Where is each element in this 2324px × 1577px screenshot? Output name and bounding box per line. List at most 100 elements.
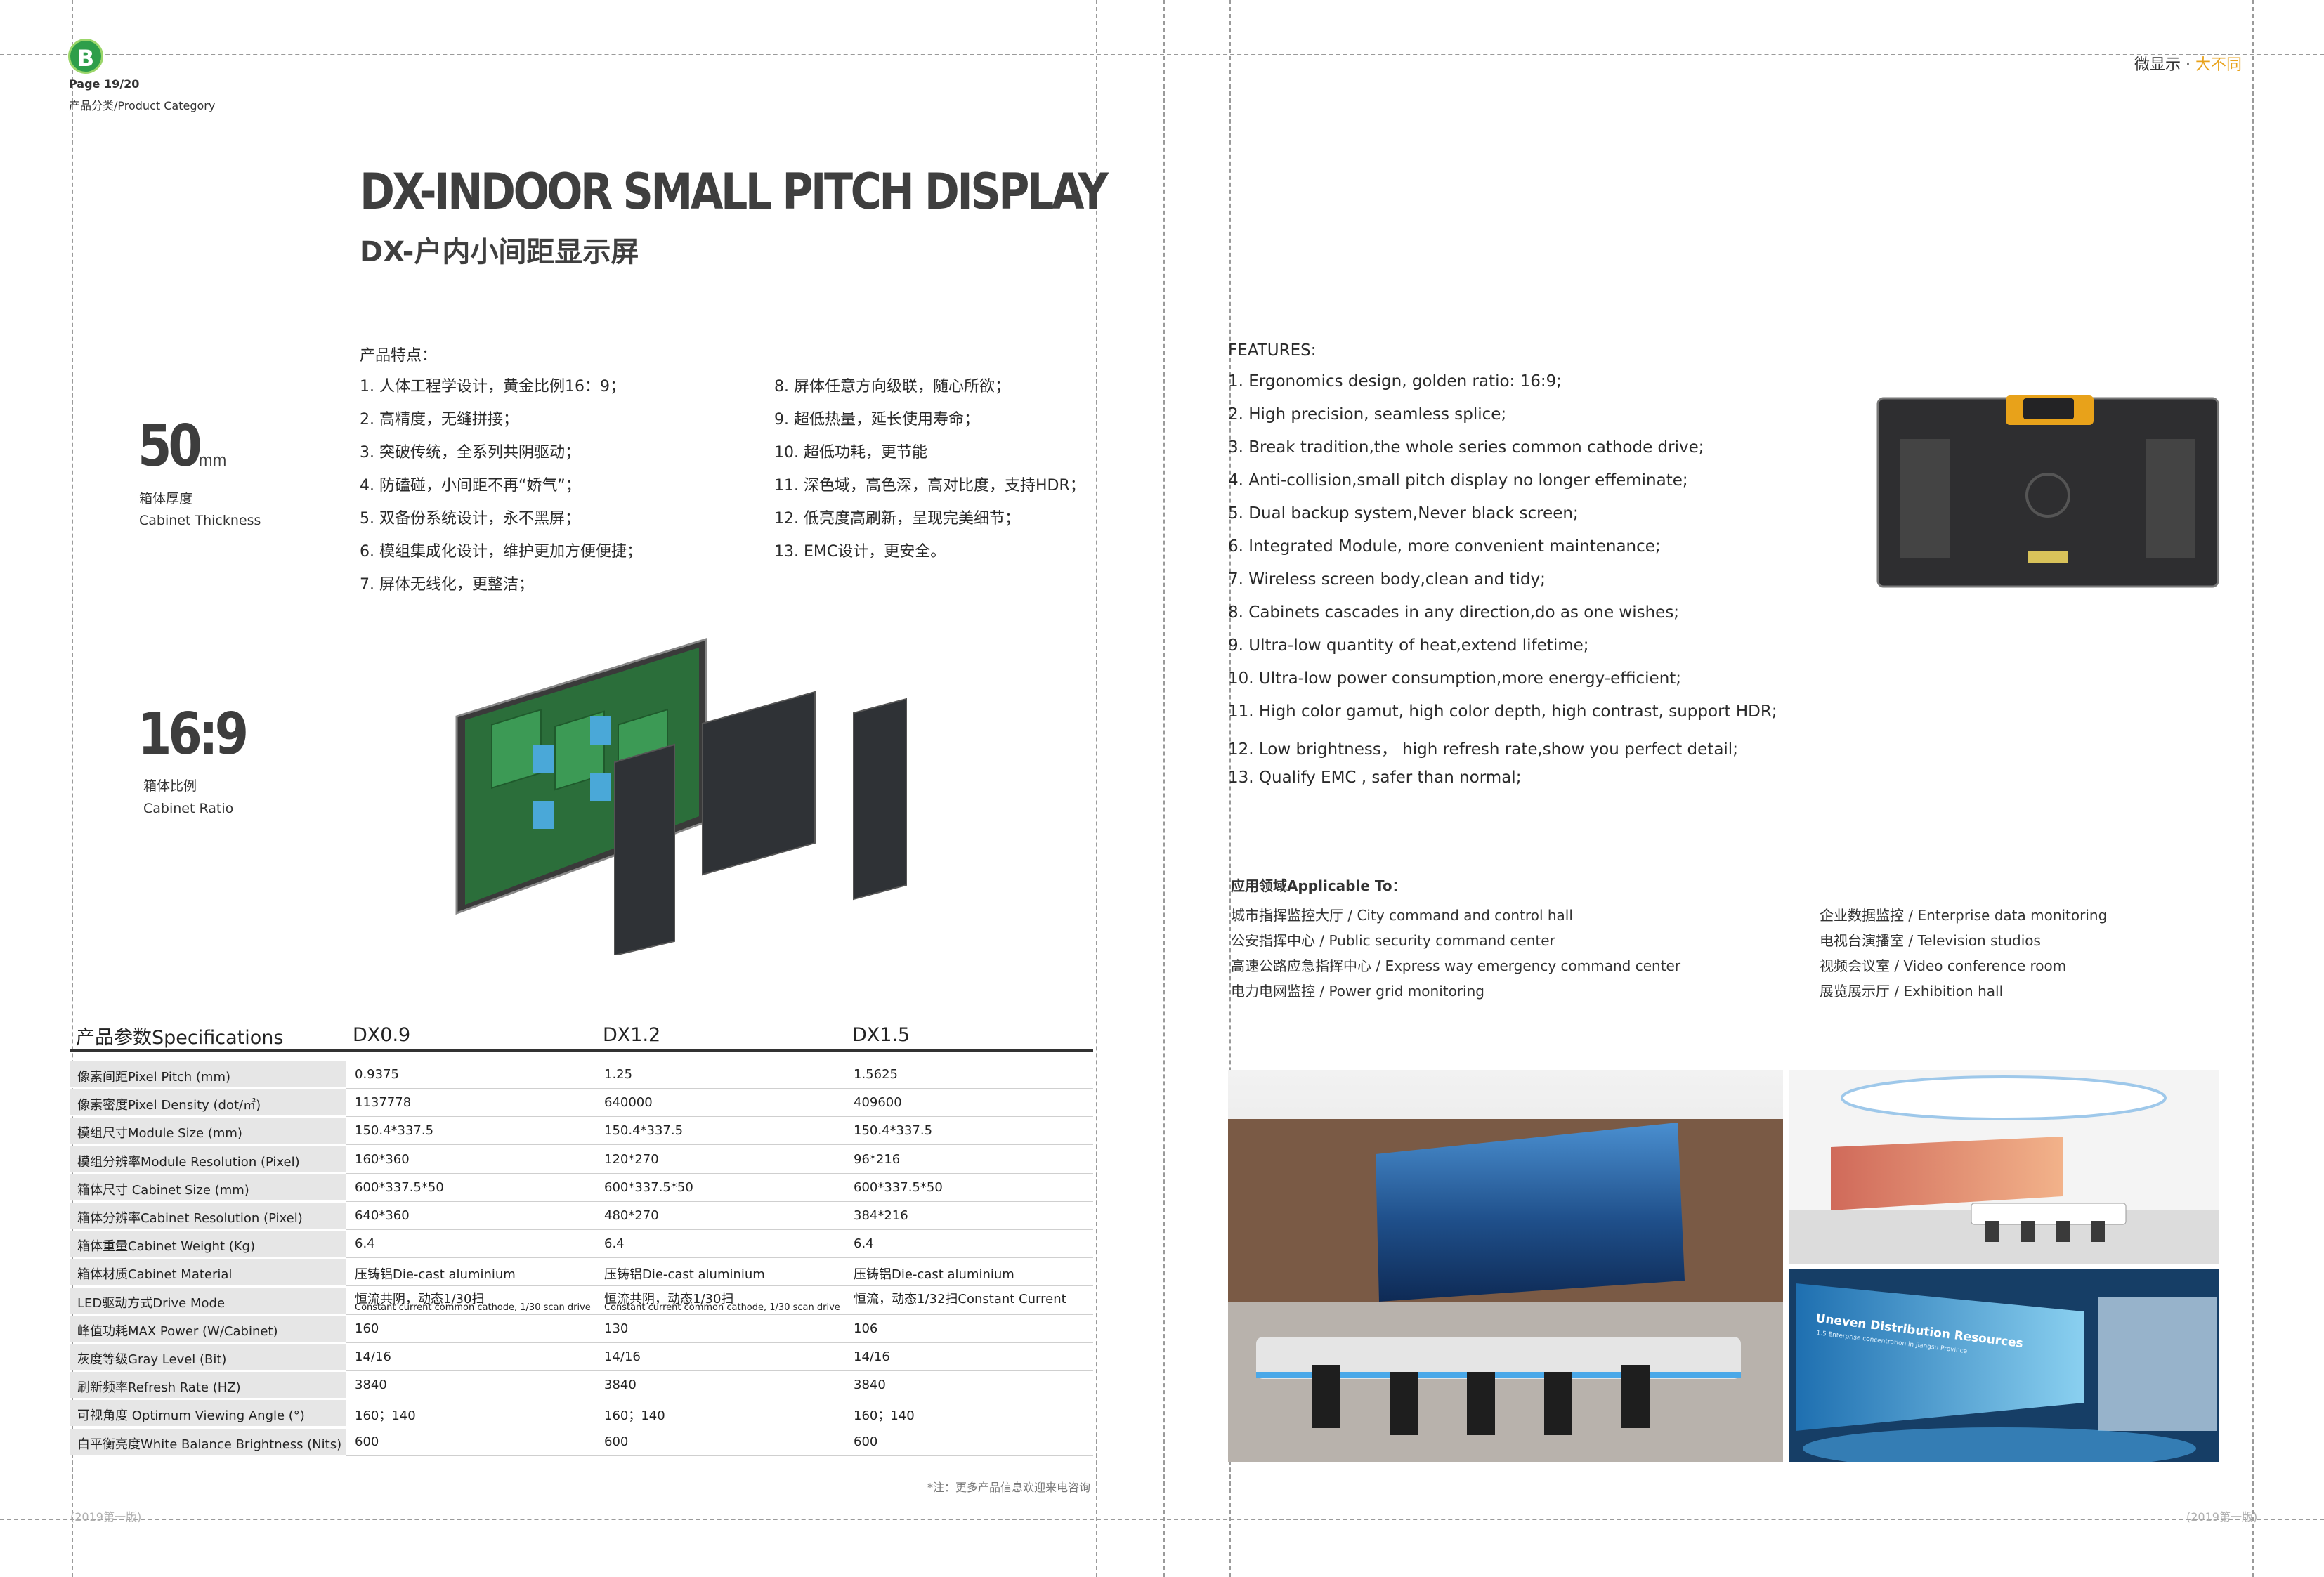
page-subtitle: DX-户内小间距显示屏 bbox=[360, 236, 639, 268]
spec-cell: 106 bbox=[854, 1321, 878, 1336]
spec-cell: 160；140 bbox=[355, 1408, 416, 1423]
feature-en-item: 9. Ultra-low quantity of heat,extend lif… bbox=[1228, 636, 1589, 655]
spec-row-divider bbox=[346, 1173, 1093, 1174]
spec-model-header: DX1.2 bbox=[603, 1024, 661, 1046]
features-cn-col2: 8. 屏体任意方向级联，随心所欲； 9. 超低热量，延长使用寿命； 10. 超低… bbox=[774, 374, 1085, 572]
spec-cell: 6.4 bbox=[604, 1236, 625, 1251]
features-en-list: 1. Ergonomics design, golden ratio: 16:9… bbox=[1228, 372, 1777, 801]
feature-cn-item: 12. 低亮度高刷新，呈现完美细节； bbox=[774, 510, 1020, 528]
cabinet-exploded-image bbox=[455, 637, 907, 955]
application-item: 展览展示厅 / Exhibition hall bbox=[1820, 983, 2004, 1000]
spec-cell: 600*337.5*50 bbox=[854, 1180, 943, 1195]
spec-cell: 6.4 bbox=[854, 1236, 874, 1251]
feature-en-item: 13. Qualify EMC , safer than normal; bbox=[1228, 768, 1522, 787]
feature-cn-item: 8. 屏体任意方向级联，随心所欲； bbox=[774, 378, 1010, 395]
spec-cell: 150.4*337.5 bbox=[604, 1123, 684, 1138]
spec-cell: 120*270 bbox=[604, 1152, 659, 1167]
spec-cell: 14/16 bbox=[854, 1349, 890, 1364]
application-item: 城市指挥监控大厅 / City command and control hall bbox=[1231, 907, 1573, 924]
page-number: Page 19/20 bbox=[69, 77, 140, 91]
spec-row-label: 像素密度Pixel Density (dot/㎡) bbox=[77, 1098, 261, 1113]
spec-row-label-bg bbox=[70, 1288, 346, 1314]
spec-row-divider bbox=[346, 1455, 1093, 1456]
spec-cell: 1.25 bbox=[604, 1067, 633, 1082]
spec-row-divider bbox=[346, 1342, 1093, 1343]
spec-row-label: 灰度等级Gray Level (Bit) bbox=[77, 1352, 227, 1367]
features-cn-heading: 产品特点： bbox=[360, 347, 438, 365]
spec-cell: 150.4*337.5 bbox=[854, 1123, 933, 1138]
spec-row-label-bg bbox=[70, 1061, 346, 1087]
spec-cell: 160；140 bbox=[604, 1408, 665, 1423]
spec-row-label-bg bbox=[70, 1429, 346, 1455]
feature-en-item: 8. Cabinets cascades in any direction,do… bbox=[1228, 603, 1680, 622]
spec-row-label: 模组分辨率Module Resolution (Pixel) bbox=[77, 1155, 300, 1170]
spec-row-label: 像素间距Pixel Pitch (mm) bbox=[77, 1070, 231, 1085]
spec-cell: 3840 bbox=[355, 1378, 387, 1392]
spec-row-label-bg bbox=[70, 1231, 346, 1257]
feature-cn-item: 3. 突破传统，全系列共阴驱动； bbox=[360, 444, 580, 462]
applications-heading: 应用领域Applicable To： bbox=[1231, 877, 1406, 894]
spec-row-divider bbox=[346, 1285, 1093, 1286]
spec-cell: 640*360 bbox=[355, 1208, 410, 1223]
spec-cell: 1137778 bbox=[355, 1095, 412, 1110]
control-room-photo bbox=[1228, 1070, 1783, 1462]
feature-cn-item: 7. 屏体无线化，更整洁； bbox=[360, 576, 534, 594]
spec-row-label: 模组尺寸Module Size (mm) bbox=[77, 1126, 242, 1141]
spec-cell: 130 bbox=[604, 1321, 629, 1336]
feature-en-item: 7. Wireless screen body,clean and tidy; bbox=[1228, 570, 1546, 589]
feature-en-item: 3. Break tradition,the whole series comm… bbox=[1228, 438, 1704, 457]
spec-cell: 压铸铝Die-cast aluminium bbox=[604, 1267, 765, 1282]
brand-slogan-b: 大不同 bbox=[2195, 56, 2242, 74]
studio-photo bbox=[1789, 1070, 2219, 1264]
spec-row-label: 箱体尺寸 Cabinet Size (mm) bbox=[77, 1183, 249, 1198]
spec-cell: 600 bbox=[355, 1434, 379, 1449]
spec-row-label-bg bbox=[70, 1400, 346, 1426]
spec-cell: 600 bbox=[604, 1434, 629, 1449]
feature-en-item: 11. High color gamut, high color depth, … bbox=[1228, 702, 1777, 721]
spec-cell: 3840 bbox=[854, 1378, 886, 1392]
spec-cell: 3840 bbox=[604, 1378, 637, 1392]
spec-cell: 409600 bbox=[854, 1095, 902, 1110]
feature-en-item: 12. Low brightness， high refresh rate,sh… bbox=[1228, 740, 1738, 759]
page-badge-icon: B bbox=[68, 39, 103, 74]
applications-col2: 企业数据监控 / Enterprise data monitoring 电视台演… bbox=[1820, 904, 2107, 1005]
spec-cell: 恒流共阴，动态1/30扫 bbox=[355, 1292, 485, 1307]
feature-cn-item: 11. 深色域，高色深，高对比度，支持HDR； bbox=[774, 477, 1085, 495]
feature-en-item: 5. Dual backup system,Never black screen… bbox=[1228, 504, 1579, 523]
spec-row-label-bg bbox=[70, 1316, 346, 1342]
spec-row-label-bg bbox=[70, 1259, 346, 1285]
brand-slogan: 微显示 · 大不同 bbox=[2134, 52, 2242, 74]
spec-model-header: DX1.5 bbox=[852, 1024, 910, 1046]
stat-thickness-value: 50mm bbox=[138, 413, 227, 480]
feature-cn-item: 9. 超低热量，延长使用寿命； bbox=[774, 411, 979, 428]
spec-row-label: 箱体重量Cabinet Weight (Kg) bbox=[77, 1239, 255, 1254]
spec-cell: 600*337.5*50 bbox=[355, 1180, 444, 1195]
spec-cell: 0.9375 bbox=[355, 1067, 399, 1082]
application-item: 电视台演播室 / Television studios bbox=[1820, 932, 2041, 949]
stat-thickness-label-cn: 箱体厚度 bbox=[139, 491, 193, 506]
spec-cell: 恒流共阴，动态1/30扫 bbox=[604, 1292, 734, 1307]
stat-ratio-value: 16:9 bbox=[138, 701, 249, 768]
spec-row-divider bbox=[346, 1229, 1093, 1230]
spec-row-label-bg bbox=[70, 1203, 346, 1229]
spec-row-divider bbox=[346, 1257, 1093, 1258]
feature-cn-item: 5. 双备份系统设计，永不黑屏； bbox=[360, 510, 580, 528]
conference-photo-scene bbox=[1789, 1269, 2219, 1462]
stat-ratio-label-cn: 箱体比例 bbox=[143, 778, 197, 794]
application-item: 视频会议室 / Video conference room bbox=[1820, 957, 2067, 974]
spec-cell: 160 bbox=[355, 1321, 379, 1336]
spec-cell: 6.4 bbox=[355, 1236, 375, 1251]
spec-row-divider bbox=[346, 1201, 1093, 1202]
spec-cell-sub: Constant current common cathode, 1/30 sc… bbox=[355, 1302, 591, 1313]
stat-thickness-label-en: Cabinet Thickness bbox=[139, 513, 261, 528]
spec-row-label-bg bbox=[70, 1372, 346, 1398]
features-en-heading: FEATURES: bbox=[1228, 341, 1317, 360]
spec-row-label-bg bbox=[70, 1118, 346, 1144]
cut-line bbox=[0, 1519, 2324, 1520]
feature-cn-item: 1. 人体工程学设计，黄金比例16：9； bbox=[360, 378, 625, 395]
specs-note: *注：更多产品信息欢迎来电咨询 bbox=[927, 1481, 1091, 1494]
application-item: 高速公路应急指挥中心 / Express way emergency comma… bbox=[1231, 957, 1681, 974]
cabinet-back-image bbox=[1872, 390, 2224, 594]
stat-thickness-unit: mm bbox=[198, 450, 227, 470]
conference-photo: Uneven Distribution Resources 1.5 Enterp… bbox=[1789, 1269, 2219, 1462]
